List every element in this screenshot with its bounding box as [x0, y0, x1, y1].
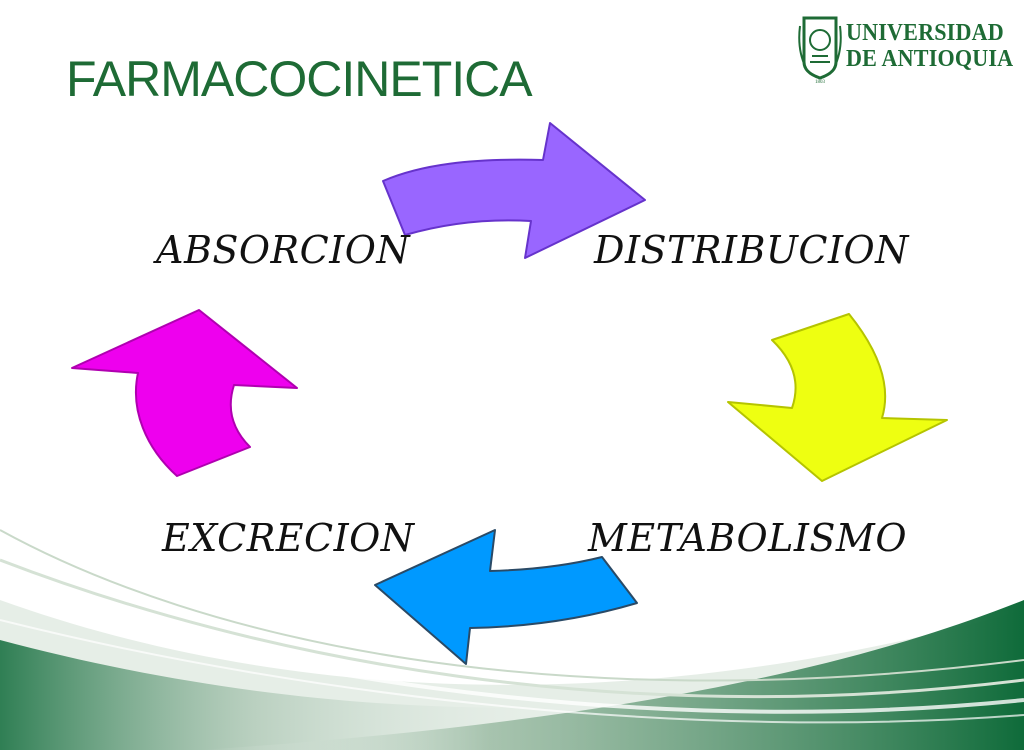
stage-excrecion-label: EXCRECION: [162, 516, 415, 560]
stage-metabolismo-label: METABOLISMO: [588, 516, 907, 560]
university-logo: 1803 UNIVERSIDAD DE ANTIOQUIA: [798, 10, 1013, 90]
arrow-absorcion-to-distribucion: [382, 122, 646, 259]
page-title: FARMACOCINETICA: [66, 51, 533, 107]
arrow-metabolismo-to-excrecion: [374, 529, 638, 665]
university-seal-icon: 1803: [798, 16, 842, 84]
arrow-excrecion-to-absorcion: [71, 309, 298, 477]
stage-distribucion-label: DISTRIBUCION: [594, 228, 909, 272]
arrow-distribucion-to-metabolismo: [727, 313, 948, 482]
logo-line-1: UNIVERSIDAD: [846, 20, 1004, 46]
stage-absorcion-label: ABSORCION: [156, 228, 411, 272]
logo-line-2: DE ANTIOQUIA: [846, 46, 1014, 72]
svg-text:1803: 1803: [815, 80, 826, 84]
